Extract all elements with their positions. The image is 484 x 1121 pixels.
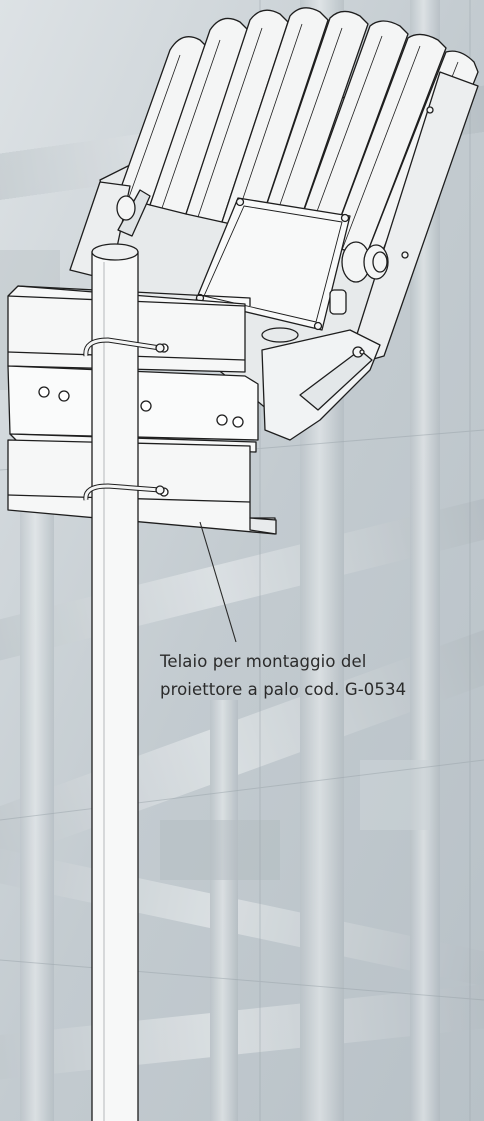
caption: Telaio per montaggio del proiettore a pa… [160, 648, 478, 704]
mounting-bracket-icon [7, 285, 277, 535]
caption-line-1: Telaio per montaggio del [160, 652, 367, 671]
leader-line [199, 521, 237, 643]
caption-line-2: proiettore a palo cod. G-0534 [160, 680, 407, 699]
floodlight-icon [69, 7, 479, 441]
u-bolt-clamps [83, 337, 165, 501]
pole-icon [91, 243, 139, 1121]
